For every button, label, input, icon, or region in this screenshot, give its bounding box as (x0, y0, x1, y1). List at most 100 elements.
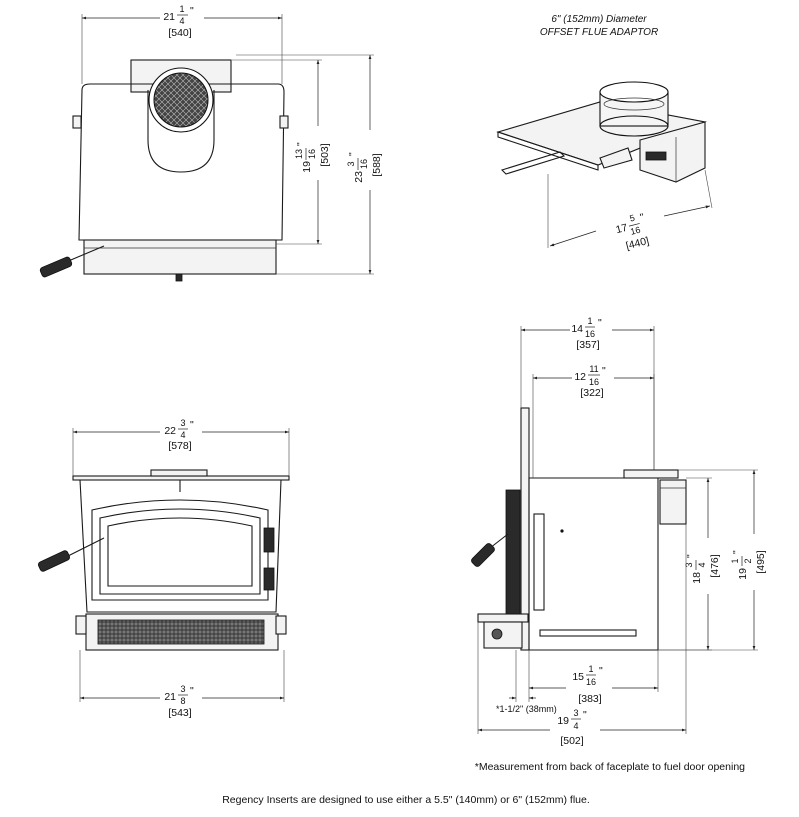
front-top-width-dimension: 22 3 4 " [578] (72, 418, 290, 476)
side-handle-rod (489, 533, 509, 549)
adaptor-length-dimension: 17 5 16 " [440] (547, 169, 713, 252)
side-overall-depth-den: 16 (585, 329, 595, 339)
top-view-left-tab (72, 115, 82, 129)
adaptor-collar-ring (603, 97, 665, 111)
top-view-handle-grip (39, 256, 73, 278)
side-height-total-num: 1 (730, 558, 740, 563)
front-hinge-bottom (263, 567, 275, 591)
top-view-body (78, 83, 285, 241)
side-base-plate (477, 613, 529, 623)
adaptor-collar-top (599, 81, 669, 103)
side-overall-depth-mm: [357] (576, 339, 599, 351)
top-view-flue-grill (153, 72, 209, 128)
side-height-total-whole: 19 (737, 568, 749, 580)
adaptor-length-unit: " (639, 211, 646, 224)
adaptor-length-whole: 17 (615, 222, 629, 237)
side-total-depth-den: 4 (573, 721, 578, 731)
side-total-depth-unit: " (583, 709, 587, 721)
side-base-depth-den: 16 (586, 677, 596, 687)
top-width-mm: [540] (168, 27, 191, 39)
side-control-box (483, 621, 523, 649)
side-base-depth-num: 1 (588, 664, 593, 674)
front-bottom-width-num: 3 (180, 684, 185, 694)
side-ash-rail (539, 629, 637, 637)
adaptor-rail (500, 151, 566, 175)
front-right-bracket (275, 615, 287, 635)
side-body-depth-den: 16 (589, 377, 599, 387)
front-bottom-width-unit: " (190, 685, 194, 697)
top-width-dimension: 21 1 4 " [540] (81, 4, 283, 84)
adaptor-length-mm: [440] (625, 235, 651, 252)
side-height-total-mm: [495] (755, 550, 767, 573)
front-door-frame (99, 508, 261, 595)
adaptor-plate-edge (497, 131, 599, 171)
top-depth-inner-num: 13 (294, 149, 304, 159)
side-overall-depth-unit: " (598, 317, 602, 329)
top-width-whole: 21 (163, 11, 175, 23)
side-total-depth-dimension: 19 3 4 " [502] (477, 524, 687, 747)
top-depth-inner-unit: " (295, 142, 307, 146)
side-handle-grip (471, 543, 495, 567)
top-depth-total-mm: [588] (371, 153, 383, 176)
front-hinge-top (263, 527, 275, 553)
side-body-depth-mm: [322] (580, 387, 603, 399)
side-total-depth-whole: 19 (557, 715, 569, 727)
side-height-inner-num: 3 (684, 562, 694, 567)
side-height-total-dimension: 19 1 2 " [495] (658, 469, 767, 651)
side-base-depth-mm: [383] (578, 693, 601, 705)
front-top-width-num: 3 (180, 418, 185, 428)
side-height-inner-whole: 18 (691, 572, 703, 584)
side-dot (560, 529, 564, 533)
top-depth-total-unit: " (347, 152, 359, 156)
front-grill-mesh (97, 619, 265, 645)
side-body-depth-unit: " (602, 365, 606, 377)
side-total-depth-num: 3 (573, 708, 578, 718)
side-faceplate-offset-dimension: *1-1/2" (38mm) (496, 650, 557, 714)
top-view-base-stub (175, 273, 183, 282)
front-door-glass (107, 517, 253, 587)
side-top-plate (623, 469, 679, 479)
footer-note: Regency Inserts are designed to use eith… (222, 794, 590, 806)
adaptor-title-line2: OFFSET FLUE ADAPTOR (540, 27, 658, 38)
top-view-handle-rod (65, 245, 105, 263)
side-base-depth-dimension: 15 1 16 " [383] (528, 650, 659, 705)
adaptor-length-num: 5 (629, 213, 636, 224)
side-control-knob (491, 628, 503, 640)
side-view (471, 407, 687, 651)
side-overall-depth-whole: 14 (571, 323, 583, 335)
top-depth-total-dimension: 23 3 16 " [588] (236, 54, 383, 275)
top-width-den: 4 (179, 16, 184, 26)
adaptor-length-den: 16 (629, 225, 641, 237)
side-body-depth-num: 11 (589, 364, 598, 374)
top-depth-total-den: 16 (359, 159, 369, 169)
side-height-inner-dimension: 18 3 4 " [476] (658, 477, 721, 651)
side-height-total-unit: " (731, 550, 743, 554)
front-bottom-width-whole: 21 (164, 691, 176, 703)
side-base-depth-whole: 15 (572, 671, 584, 683)
front-handle-grip (37, 550, 71, 572)
side-height-inner-unit: " (685, 554, 697, 558)
top-width-num: 1 (179, 4, 184, 14)
side-base-depth-unit: " (599, 665, 603, 677)
adaptor-title: 6" (152mm) Diameter OFFSET FLUE ADAPTOR (540, 14, 658, 38)
side-body (528, 477, 659, 651)
side-faceplate-offset-label: *1-1/2" (38mm) (496, 704, 557, 714)
top-view-right-tab (279, 115, 289, 129)
adaptor-box (639, 121, 706, 183)
side-door-inner (533, 513, 545, 611)
side-total-depth-mm: [502] (560, 735, 583, 747)
top-width-unit: " (190, 5, 194, 17)
top-depth-total-whole: 23 (353, 171, 365, 183)
front-body (79, 479, 282, 613)
adaptor-view (496, 81, 707, 183)
side-body-depth-dimension: 12 11 16 " [322] (532, 364, 655, 478)
front-left-bracket (75, 615, 87, 635)
side-overall-depth-num: 1 (587, 316, 592, 326)
side-body-depth-whole: 12 (574, 371, 586, 383)
adaptor-title-line1: 6" (152mm) Diameter (551, 14, 647, 25)
front-top-width-whole: 22 (164, 425, 176, 437)
side-rear-box (659, 479, 687, 525)
top-depth-inner-dimension: 19 13 16 " [503] (232, 59, 331, 245)
top-view (39, 59, 289, 282)
